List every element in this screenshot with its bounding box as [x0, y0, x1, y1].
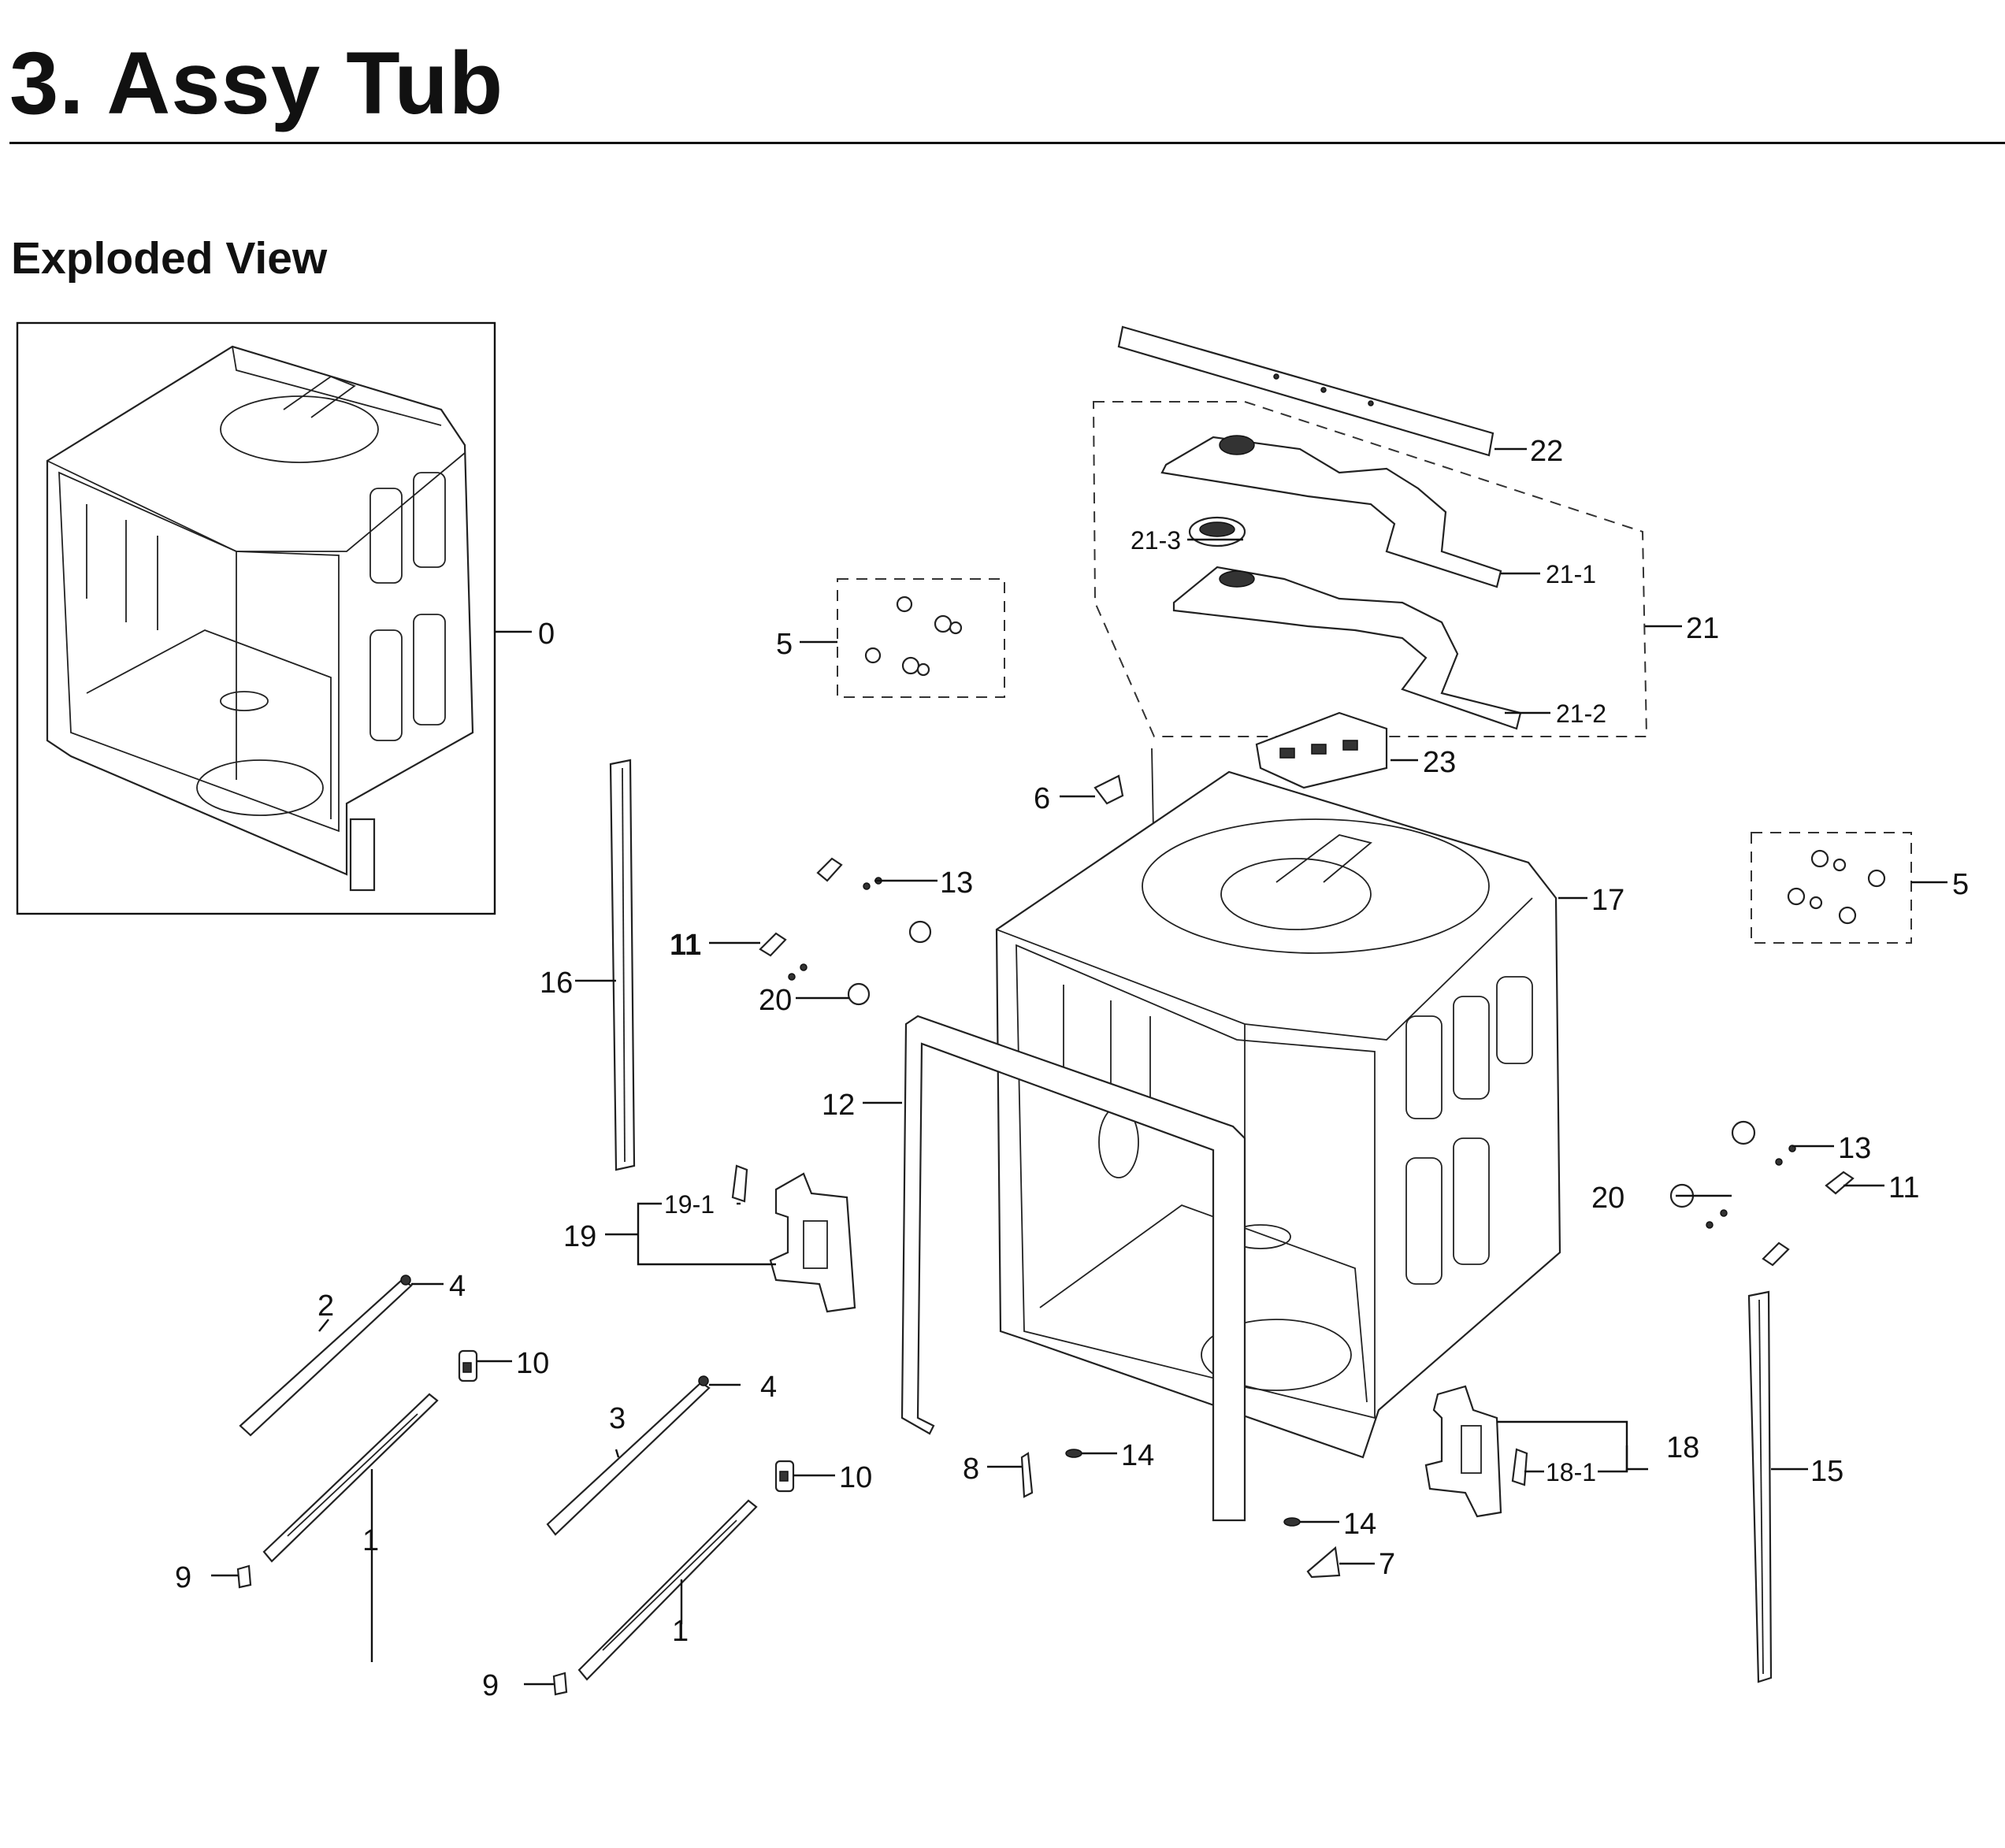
callout-2: 2	[317, 1290, 334, 1323]
callout-5-left: 5	[776, 628, 793, 661]
end-cap-9-left	[236, 1564, 252, 1589]
callout-4-right: 4	[760, 1371, 777, 1404]
main-tub-17	[995, 770, 1561, 1459]
callout-22: 22	[1530, 435, 1563, 468]
callout-10-left: 10	[516, 1347, 549, 1380]
rack-rail-1-right	[577, 1499, 758, 1681]
callout-16: 16	[540, 967, 573, 1000]
hinge-19	[731, 1164, 856, 1313]
knob-20-right	[1669, 1120, 1756, 1208]
part-21-group-outline	[1092, 401, 1648, 737]
part-5-right-group	[1751, 832, 1912, 944]
door-gasket-12	[900, 1015, 1246, 1522]
callout-0: 0	[538, 618, 555, 651]
assembled-tub-inset	[16, 321, 496, 915]
callout-21: 21	[1686, 612, 1719, 645]
callout-17: 17	[1591, 884, 1624, 917]
screws-5-right	[1787, 849, 1886, 925]
callout-21-3: 21-3	[1131, 526, 1181, 555]
washer-13-left	[788, 877, 882, 981]
screws-5-left	[864, 596, 963, 677]
callout-13-right: 13	[1838, 1132, 1871, 1165]
screw-14	[1065, 1449, 1301, 1527]
callout-11-left: 11	[670, 929, 701, 962]
roller-11-left	[759, 857, 843, 957]
rack-rail-1-left	[262, 1393, 439, 1563]
washer-13-right	[1706, 1145, 1796, 1229]
rack-rail-2	[239, 1275, 413, 1437]
stopper-10-right	[774, 1460, 795, 1493]
side-rail-16	[609, 759, 636, 1171]
callout-14-lower: 14	[1343, 1508, 1376, 1541]
callout-3: 3	[609, 1402, 626, 1435]
latch-8	[1020, 1452, 1034, 1498]
seal-21-3	[1188, 516, 1246, 547]
callout-10-right: 10	[839, 1461, 872, 1494]
callout-23: 23	[1423, 746, 1456, 779]
callout-8: 8	[963, 1453, 979, 1486]
callout-7: 7	[1379, 1548, 1395, 1581]
clip-6	[1093, 774, 1124, 805]
callout-9-left: 9	[175, 1561, 191, 1594]
callout-6: 6	[1034, 782, 1050, 815]
page-title: 3. Assy Tub	[9, 34, 504, 132]
callout-20-left: 20	[759, 984, 792, 1017]
callout-19: 19	[563, 1220, 596, 1253]
callout-20-right: 20	[1591, 1182, 1624, 1215]
callout-12: 12	[822, 1089, 855, 1122]
callout-4-left: 4	[449, 1270, 466, 1303]
callout-21-1: 21-1	[1546, 560, 1596, 588]
callout-18-1: 18-1	[1546, 1458, 1596, 1486]
lower-duct-21-2	[1172, 566, 1522, 730]
callout-18: 18	[1666, 1431, 1699, 1464]
callout-5-right: 5	[1952, 868, 1969, 901]
hinge-18	[1424, 1385, 1528, 1518]
roller-11-right	[1762, 1171, 1855, 1267]
callout-21-2: 21-2	[1556, 699, 1606, 728]
callout-11-right: 11	[1888, 1171, 1919, 1204]
callout-1-right: 1	[672, 1615, 689, 1648]
callout-labels: 0 22 21-3 21-1 21 21-2 23 5 5 6 13 17 11…	[175, 435, 1969, 1702]
top-bracket-bar	[1117, 325, 1494, 457]
callout-1-left: 1	[362, 1524, 379, 1557]
bracket-23	[1255, 711, 1388, 789]
rack-rail-3	[546, 1375, 711, 1536]
cover-7	[1306, 1546, 1341, 1579]
section-subtitle: Exploded View	[11, 233, 328, 284]
callout-13-left: 13	[940, 866, 973, 900]
knob-20-left	[847, 920, 932, 1006]
side-rail-15	[1747, 1290, 1773, 1683]
part-5-left-group	[837, 578, 1005, 698]
callout-14-upper: 14	[1121, 1439, 1154, 1472]
callout-9-right: 9	[482, 1669, 499, 1702]
leader-lines	[211, 447, 1947, 1686]
stopper-10-left	[458, 1349, 478, 1382]
callout-19-1: 19-1	[664, 1190, 715, 1219]
callout-15: 15	[1810, 1455, 1843, 1488]
title-divider	[9, 142, 2005, 144]
end-cap-9-right	[552, 1672, 568, 1696]
upper-duct-21-1	[1160, 435, 1502, 588]
